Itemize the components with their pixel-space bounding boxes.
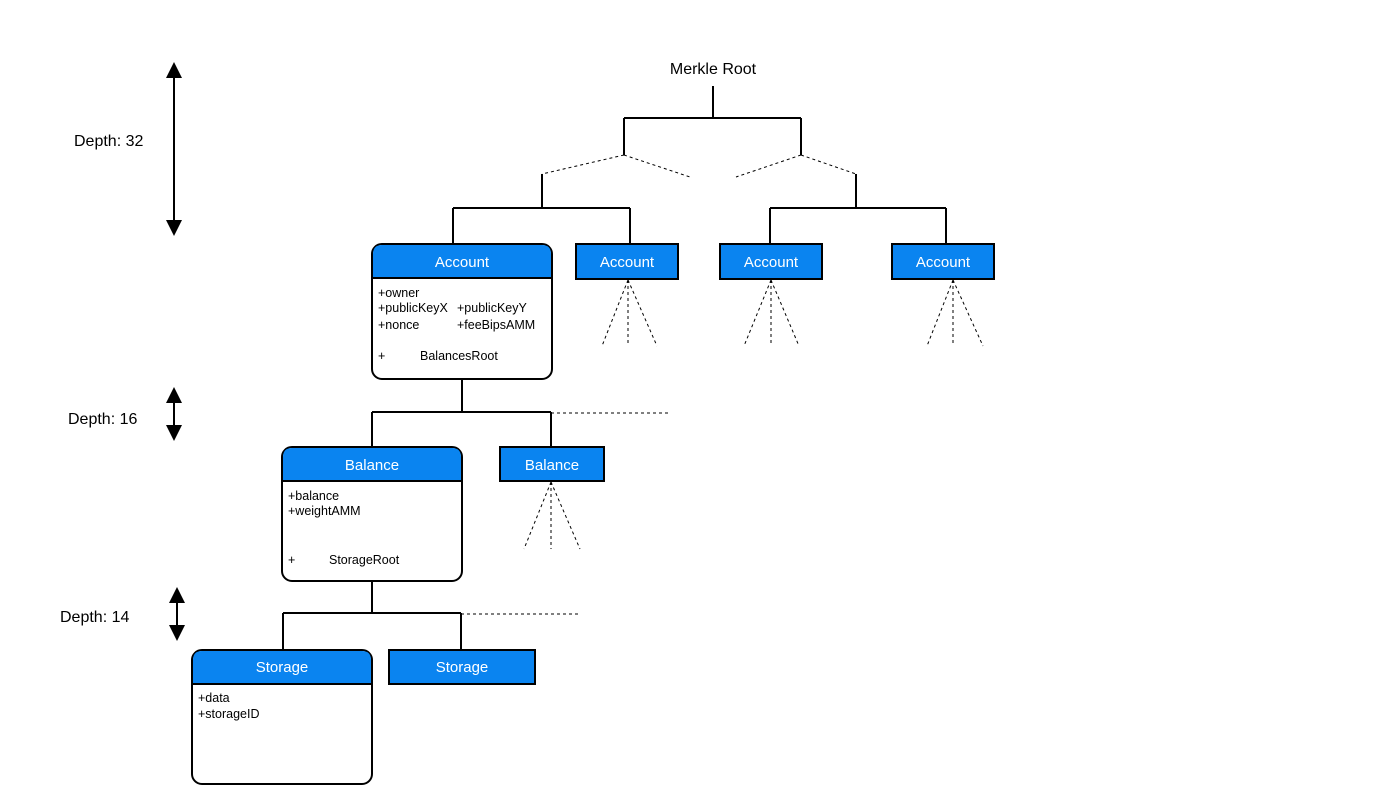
depth-14-indicator: Depth: 14 [60, 587, 185, 641]
balance-node-2-title: Balance [525, 457, 579, 474]
balance-detail-node: Balance +balance +weightAMM + StorageRoo… [281, 446, 463, 582]
merkle-root-label: Merkle Root [670, 61, 757, 78]
depth-16-label: Depth: 16 [68, 411, 137, 428]
field-storage-root: StorageRoot [329, 553, 400, 567]
balance-detail-title: Balance [345, 457, 399, 474]
field-storage-id: +storageID [198, 707, 260, 721]
tree-edges-storage [282, 582, 578, 650]
field-storage-root-plus: + [288, 553, 295, 567]
field-weight-amm: +weightAMM [288, 504, 361, 518]
field-balances-root-plus: + [378, 349, 385, 363]
field-balance: +balance [288, 489, 339, 503]
account-detail-title: Account [435, 254, 490, 271]
account-node-4: Account [891, 243, 995, 347]
storage-node-2: Storage [388, 649, 536, 685]
account-node-2: Account [575, 243, 679, 347]
account-node-3-title: Account [744, 254, 799, 271]
storage-detail-title: Storage [256, 659, 309, 676]
depth-32-label: Depth: 32 [74, 133, 143, 150]
storage-node-2-title: Storage [436, 659, 489, 676]
balance-node-2: Balance [499, 446, 605, 550]
tree-edges-balance [371, 380, 668, 447]
storage-detail-node: Storage +data +storageID [191, 649, 373, 785]
field-data: +data [198, 691, 230, 705]
tree-edges-top [452, 86, 947, 244]
field-public-key-y: +publicKeyY [457, 301, 527, 315]
account-node-2-title: Account [600, 254, 655, 271]
field-fee-bips-amm: +feeBipsAMM [457, 318, 535, 332]
depth-16-indicator: Depth: 16 [68, 387, 182, 441]
depth-14-label: Depth: 14 [60, 609, 129, 626]
field-public-key-x: +publicKeyX [378, 301, 448, 315]
account-detail-node: Account +owner +publicKeyX +publicKeyY +… [371, 243, 553, 380]
field-balances-root: BalancesRoot [420, 349, 498, 363]
field-owner: +owner [378, 286, 419, 300]
account-node-3: Account [719, 243, 823, 347]
field-nonce: +nonce [378, 318, 419, 332]
account-node-4-title: Account [916, 254, 971, 271]
depth-32-indicator: Depth: 32 [74, 62, 182, 236]
